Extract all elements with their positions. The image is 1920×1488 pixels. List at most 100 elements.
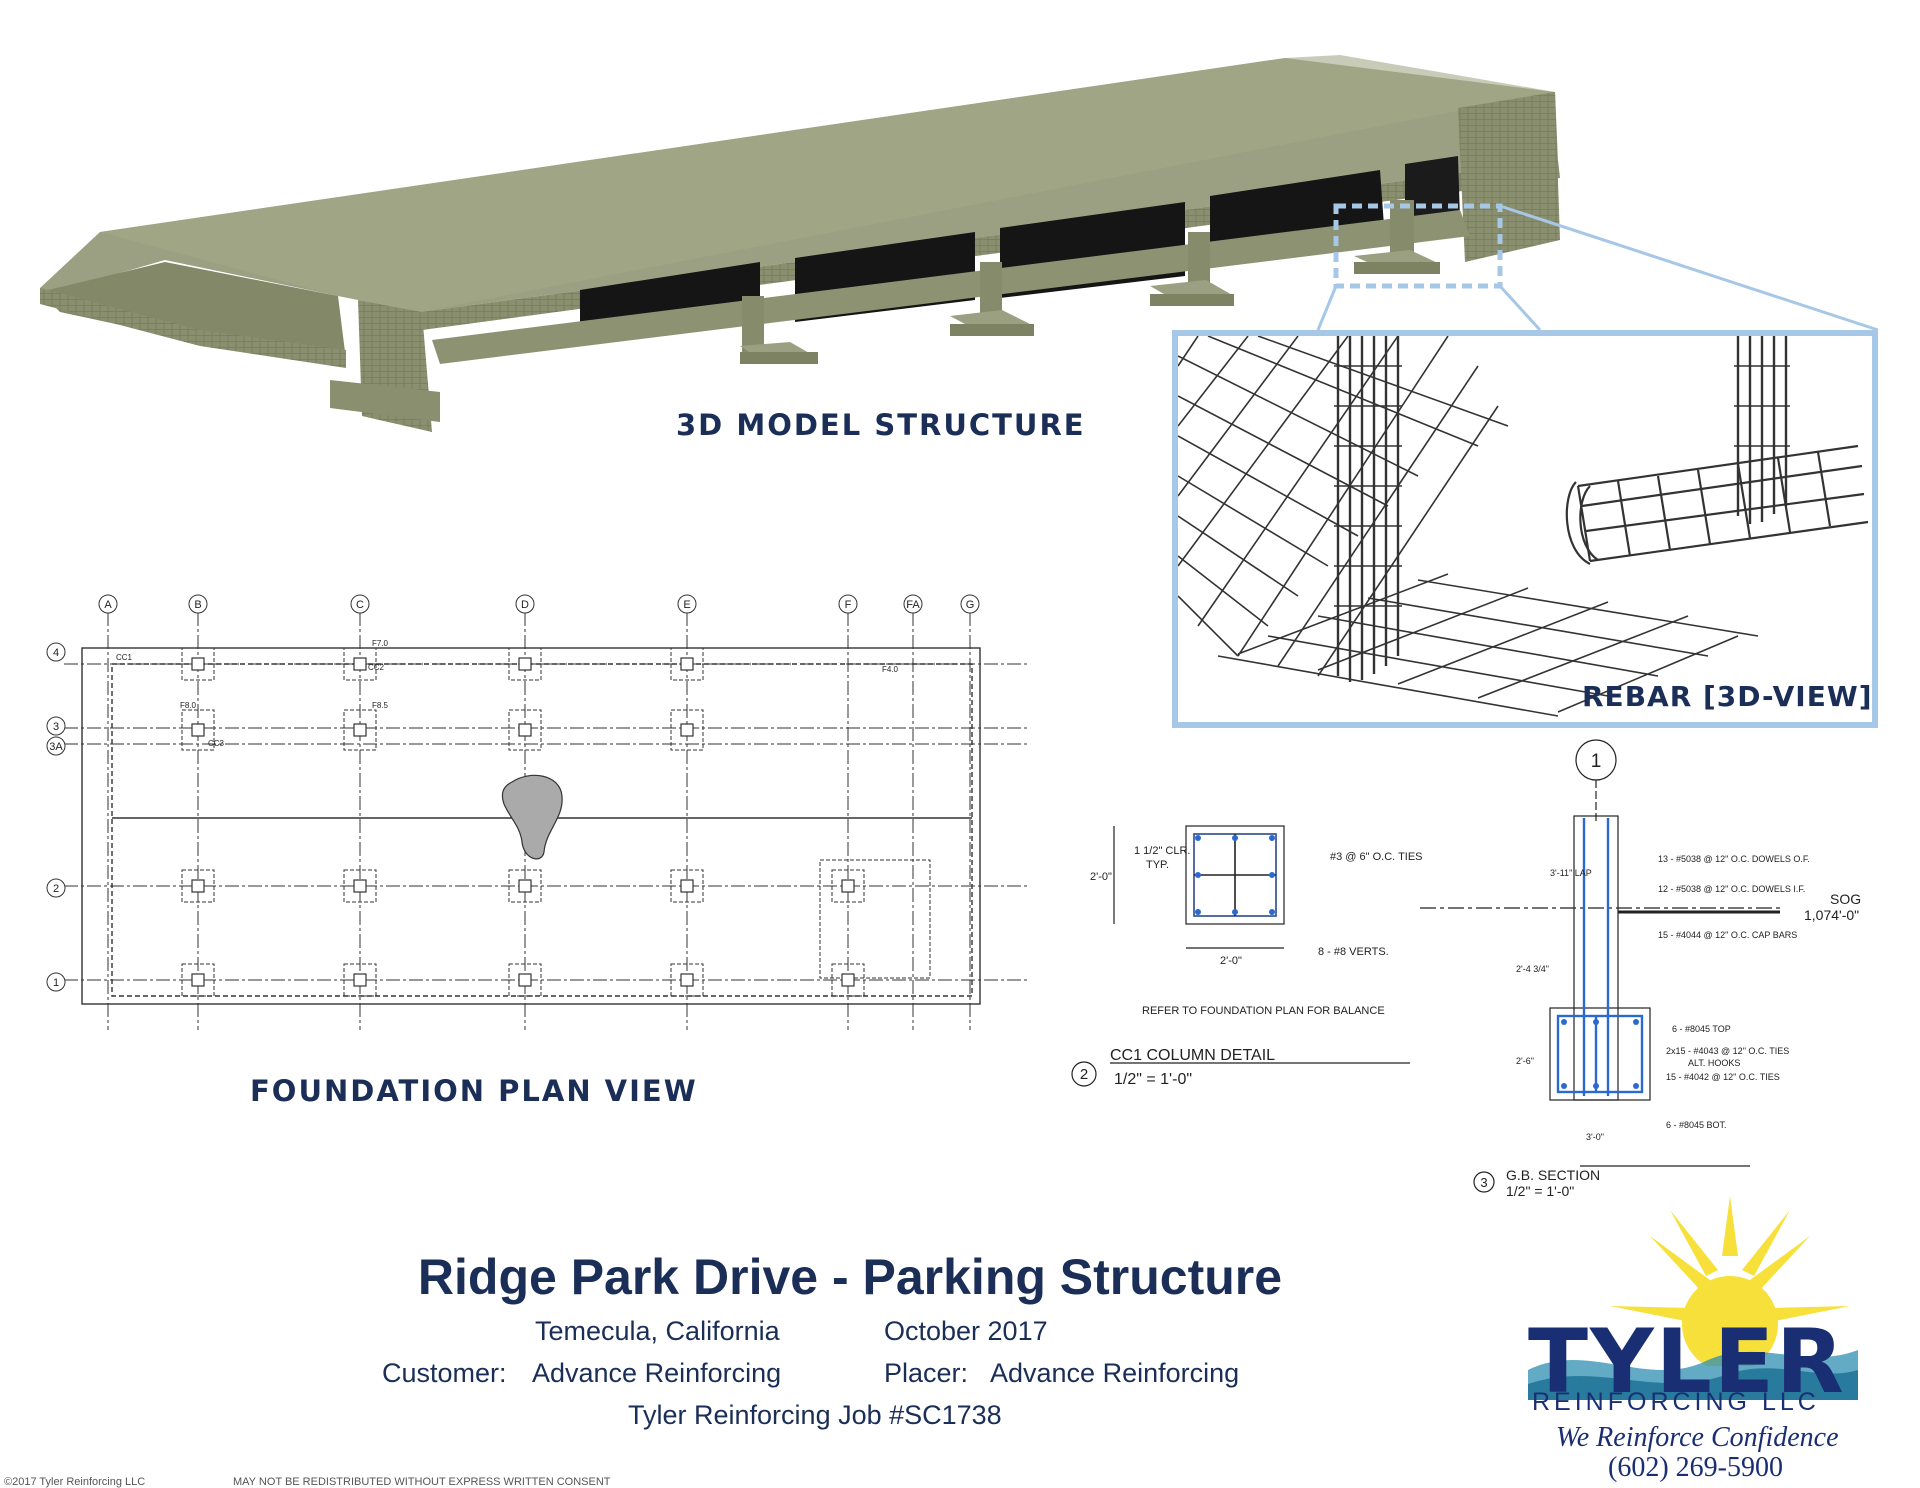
leader-line-top	[1499, 204, 1879, 332]
plan-heading: FOUNDATION PLAN VIEW	[250, 1074, 698, 1108]
front-left-slab	[330, 380, 440, 422]
svg-text:3: 3	[1480, 1175, 1487, 1190]
footing-4-side	[1354, 262, 1440, 274]
consent-notice: MAY NOT BE REDISTRIBUTED WITHOUT EXPRESS…	[233, 1476, 611, 1488]
svg-text:6 - #8045 TOP: 6 - #8045 TOP	[1672, 1024, 1731, 1034]
left-ramp-edge	[40, 288, 346, 368]
svg-text:G: G	[966, 599, 975, 611]
lower-slab	[432, 210, 1470, 364]
svg-text:1: 1	[53, 977, 59, 989]
footing-2-side	[950, 324, 1034, 336]
project-date: October 2017	[884, 1316, 1048, 1346]
detail-number-circle	[1071, 1061, 1097, 1087]
svg-text:G.B. SECTION: G.B. SECTION	[1506, 1167, 1600, 1183]
svg-text:E: E	[683, 599, 690, 611]
section-bar-dots	[1561, 1019, 1639, 1089]
rebar-panel	[1172, 330, 1878, 728]
svg-text:CC1 COLUMN DETAIL: CC1 COLUMN DETAIL	[1110, 1047, 1275, 1064]
svg-text:C: C	[356, 599, 364, 611]
svg-text:15 - #4044 @ 12" O.C. CAP BARS: 15 - #4044 @ 12" O.C. CAP BARS	[1658, 930, 1797, 940]
svg-text:FA: FA	[906, 599, 920, 611]
svg-text:2'-4 3/4": 2'-4 3/4"	[1516, 964, 1549, 974]
sun-logo-icon	[1610, 1196, 1850, 1366]
svg-text:CC3: CC3	[208, 739, 225, 748]
rebar-mesh	[1177, 335, 1759, 717]
3d-model-illustration	[40, 55, 1879, 432]
slab-opening-hatch	[501, 774, 563, 860]
vertical-bars	[1195, 835, 1275, 915]
svg-text:1: 1	[1591, 751, 1602, 772]
svg-text:2'-6": 2'-6"	[1516, 1056, 1534, 1066]
svg-text:4: 4	[53, 647, 59, 659]
right-wall	[1458, 92, 1560, 262]
svg-text:3A: 3A	[49, 741, 63, 753]
svg-text:15 - #4042 @ 12" O.C. TIES: 15 - #4042 @ 12" O.C. TIES	[1666, 1072, 1780, 1082]
svg-text:#3 @ 6" O.C. TIES: #3 @ 6" O.C. TIES	[1330, 851, 1423, 863]
svg-text:F: F	[845, 599, 852, 611]
grade-beam	[1549, 1007, 1651, 1101]
logo-subtitle: REINFORCING LLC	[1532, 1388, 1820, 1416]
rebar-column-left	[1334, 336, 1402, 682]
grid-bubbles-left: 4 3 3A 2 1	[46, 642, 66, 992]
foundation-plan-drawing: A B C D E F FA G 4 3 3A 2 1 F7.0 F8.5 F8…	[46, 594, 1030, 1030]
svg-text:ALT. HOOKS: ALT. HOOKS	[1688, 1058, 1740, 1068]
rebar-grade-beam-cage	[1565, 444, 1869, 565]
svg-text:8 - #8 VERTS.: 8 - #8 VERTS.	[1318, 946, 1389, 958]
project-title: Ridge Park Drive - Parking Structure	[417, 1249, 1283, 1305]
rebar-illustration	[1177, 335, 1869, 717]
column-outline	[1185, 825, 1285, 925]
zoom-highlight-box	[1333, 203, 1503, 289]
model-heading: 3D MODEL STRUCTURE	[676, 408, 1086, 442]
svg-text:3: 3	[53, 721, 59, 733]
parking-deck	[40, 55, 1560, 432]
logo-name: TYLER	[1528, 1310, 1846, 1413]
section-number-circle	[1473, 1171, 1495, 1193]
footing-3-side	[1150, 294, 1234, 306]
svg-text:6 - #8045 BOT.: 6 - #8045 BOT.	[1666, 1120, 1727, 1130]
svg-text:2'-0": 2'-0"	[1090, 871, 1112, 883]
svg-text:A: A	[104, 599, 112, 611]
left-ramp	[40, 262, 346, 360]
svg-text:3'-11" LAP: 3'-11" LAP	[1550, 868, 1592, 878]
svg-text:CC2: CC2	[368, 663, 385, 672]
svg-text:CC1: CC1	[116, 653, 133, 662]
column-2	[980, 262, 1002, 324]
svg-text:REFER TO FOUNDATION PLAN FOR B: REFER TO FOUNDATION PLAN FOR BALANCE	[1142, 1005, 1385, 1017]
svg-text:1/2" = 1'-0": 1/2" = 1'-0"	[1506, 1183, 1574, 1199]
rebar-heading: REBAR [3D-VIEW]	[1582, 680, 1873, 713]
sun-disc	[1682, 1276, 1778, 1366]
cc1-column-detail-drawing: 2 CC1 COLUMN DETAIL 1/2" = 1'-0" 1 1/2" …	[1071, 825, 1423, 1088]
wave-logo-icon	[1528, 1350, 1858, 1400]
grid-lines-vertical	[107, 612, 971, 1030]
svg-text:2: 2	[53, 883, 59, 895]
svg-text:2: 2	[1080, 1066, 1088, 1083]
svg-text:1/2" = 1'-0": 1/2" = 1'-0"	[1114, 1071, 1192, 1088]
copyright-notice: ©2017 Tyler Reinforcing LLC	[4, 1476, 146, 1488]
svg-text:3'-0": 3'-0"	[1586, 1132, 1604, 1142]
deck-top-shade	[100, 55, 1555, 312]
customer-value: Advance Reinforcing	[532, 1358, 782, 1388]
column-squares	[191, 657, 855, 987]
svg-text:F8.0: F8.0	[180, 701, 197, 710]
plan-labels: F7.0 F8.5 F8.0 F4.0 CC1 CC2 CC3	[116, 639, 899, 748]
svg-text:B: B	[194, 599, 201, 611]
svg-text:D: D	[521, 599, 529, 611]
svg-text:2'-0": 2'-0"	[1220, 955, 1242, 967]
project-location: Temecula, California	[535, 1316, 780, 1346]
logo-phone: (602) 269-5900	[1608, 1452, 1783, 1483]
section-rebar	[1556, 818, 1644, 1096]
leader-line-right	[1498, 284, 1542, 332]
customer-label: Customer:	[382, 1358, 507, 1388]
bay-5	[1405, 156, 1460, 230]
footing-1-side	[740, 352, 818, 364]
column-3	[1188, 232, 1210, 294]
gb-section-drawing: 1 3 G.B. SECTION 1/2" = 1'-0" SOG 1,074'…	[1420, 739, 1861, 1199]
svg-text:1,074'-0": 1,074'-0"	[1804, 907, 1859, 923]
svg-text:SOG: SOG	[1830, 891, 1861, 907]
placer-label: Placer:	[884, 1358, 969, 1388]
svg-text:12 - #5038 @ 12" O.C. DOWELS I: 12 - #5038 @ 12" O.C. DOWELS I.F.	[1658, 884, 1805, 894]
grid-bubbles-top: A B C D E F FA G	[98, 594, 980, 614]
svg-text:TYP.: TYP.	[1146, 859, 1169, 871]
footing-outlines	[181, 647, 931, 997]
rebar-column-right	[1734, 336, 1790, 524]
